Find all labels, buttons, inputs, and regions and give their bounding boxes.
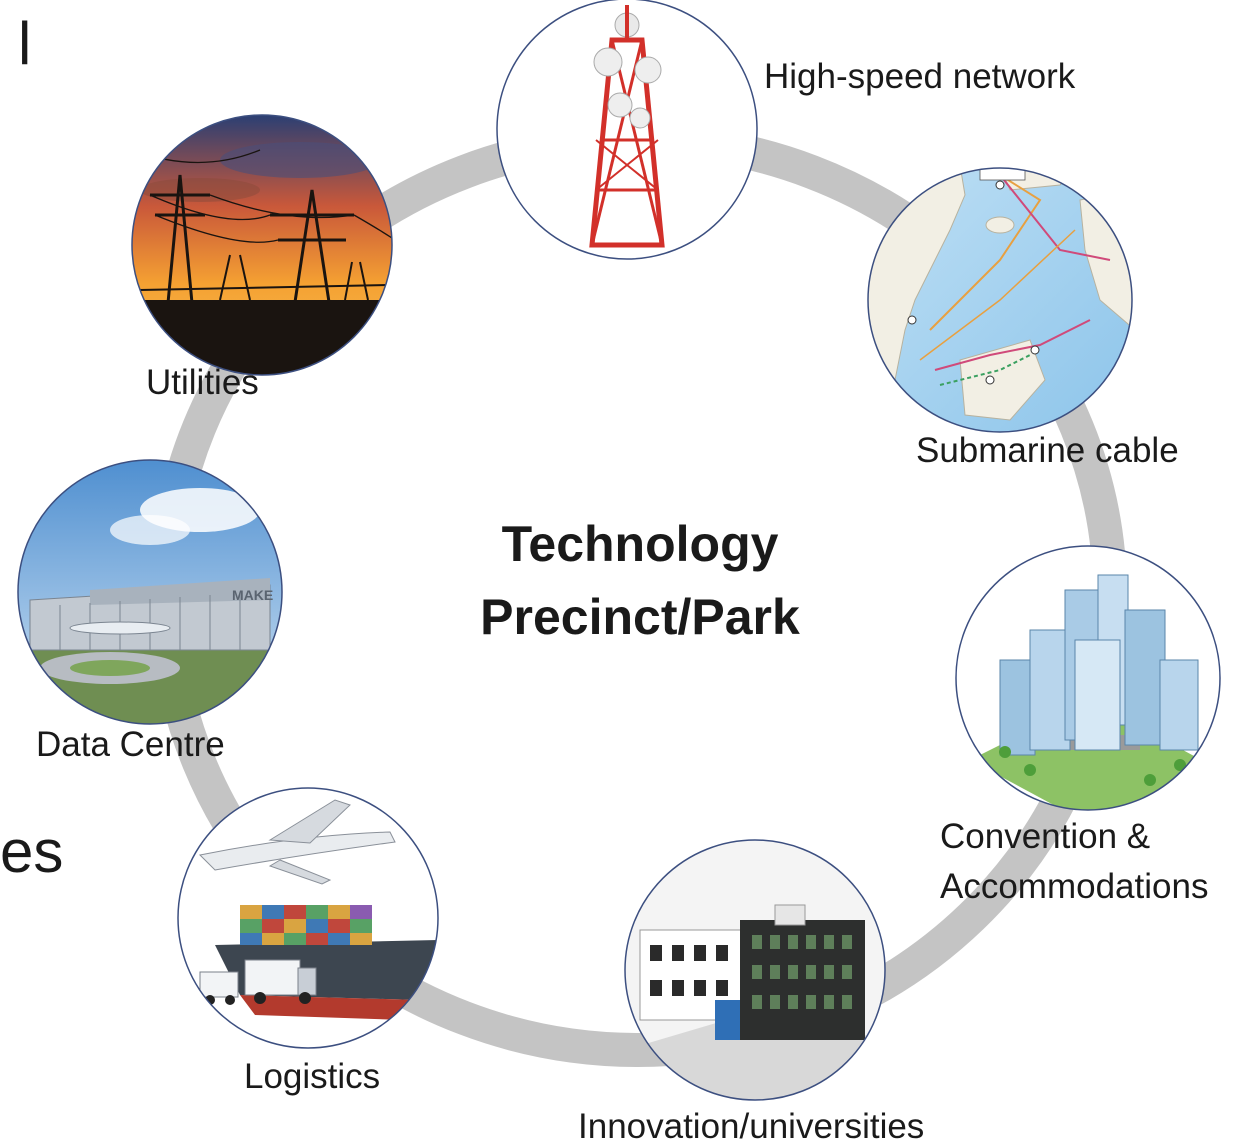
cropped-text-fragment-left: es xyxy=(0,818,64,885)
node-innovation-universities xyxy=(624,839,886,1101)
city-buildings-icon xyxy=(956,546,1220,810)
label-convention-line2: Accommodations xyxy=(940,867,1209,906)
label-logistics: Logistics xyxy=(244,1057,381,1096)
label-submarine-cable: Submarine cable xyxy=(916,431,1179,470)
label-data-centre: Data Centre xyxy=(36,725,225,764)
center-title: Technology Precinct/Park xyxy=(420,508,860,653)
node-logistics xyxy=(177,787,439,1049)
center-title-line1: Technology xyxy=(501,516,779,572)
university-building-icon xyxy=(625,840,885,1100)
svg-text:MAKE: MAKE xyxy=(232,587,273,603)
label-high-speed-network: High-speed network xyxy=(764,57,1076,96)
label-convention-line1: Convention & xyxy=(940,817,1151,856)
node-utilities xyxy=(131,114,393,376)
label-innovation-universities: Innovation/universities xyxy=(578,1107,925,1146)
data-centre-building-icon: MAKE xyxy=(18,460,282,724)
node-submarine-cable xyxy=(867,167,1133,433)
power-pylons-icon xyxy=(132,115,392,375)
cropped-text-fragment-top: l xyxy=(18,10,32,77)
plane-ship-truck-icon xyxy=(178,788,438,1048)
label-utilities: Utilities xyxy=(146,363,259,402)
node-convention-accommodations xyxy=(955,545,1221,811)
telecom-tower-icon xyxy=(497,0,757,259)
node-data-centre: MAKE xyxy=(17,459,283,725)
node-high-speed-network xyxy=(496,0,758,260)
submarine-cable-map-icon xyxy=(868,168,1132,432)
center-title-line2: Precinct/Park xyxy=(480,588,800,645)
